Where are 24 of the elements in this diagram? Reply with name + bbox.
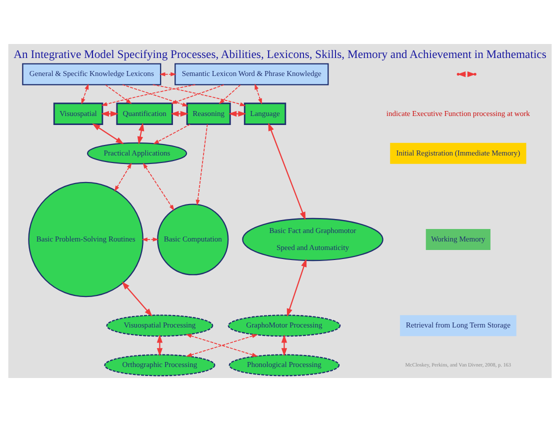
- arrow: [286, 258, 307, 317]
- arrow: [196, 124, 208, 206]
- arrow: [142, 237, 159, 242]
- arrow: [81, 84, 89, 104]
- diagram-title: An Integrative Model Specifying Processes, Abilities, Lexicons, Skills, Memory and Achievement in Mathematics: [14, 48, 546, 61]
- arrow: [281, 334, 288, 356]
- arrow: [228, 110, 246, 117]
- arrow: [156, 334, 163, 356]
- arrow: [218, 84, 241, 104]
- arrow: [100, 110, 119, 117]
- arrow: [254, 84, 262, 104]
- arrow: [171, 84, 224, 104]
- arrow: [142, 162, 174, 211]
- arrow: [170, 110, 189, 117]
- arrow: [105, 84, 132, 104]
- arrow: [153, 124, 190, 144]
- arrow: [122, 84, 188, 106]
- arrow: [268, 122, 306, 220]
- arrow: [159, 72, 176, 76]
- arrow: [152, 84, 246, 106]
- arrow: [101, 84, 196, 106]
- arrow: [92, 123, 124, 144]
- arrow: [122, 281, 152, 317]
- arrow: [114, 162, 132, 192]
